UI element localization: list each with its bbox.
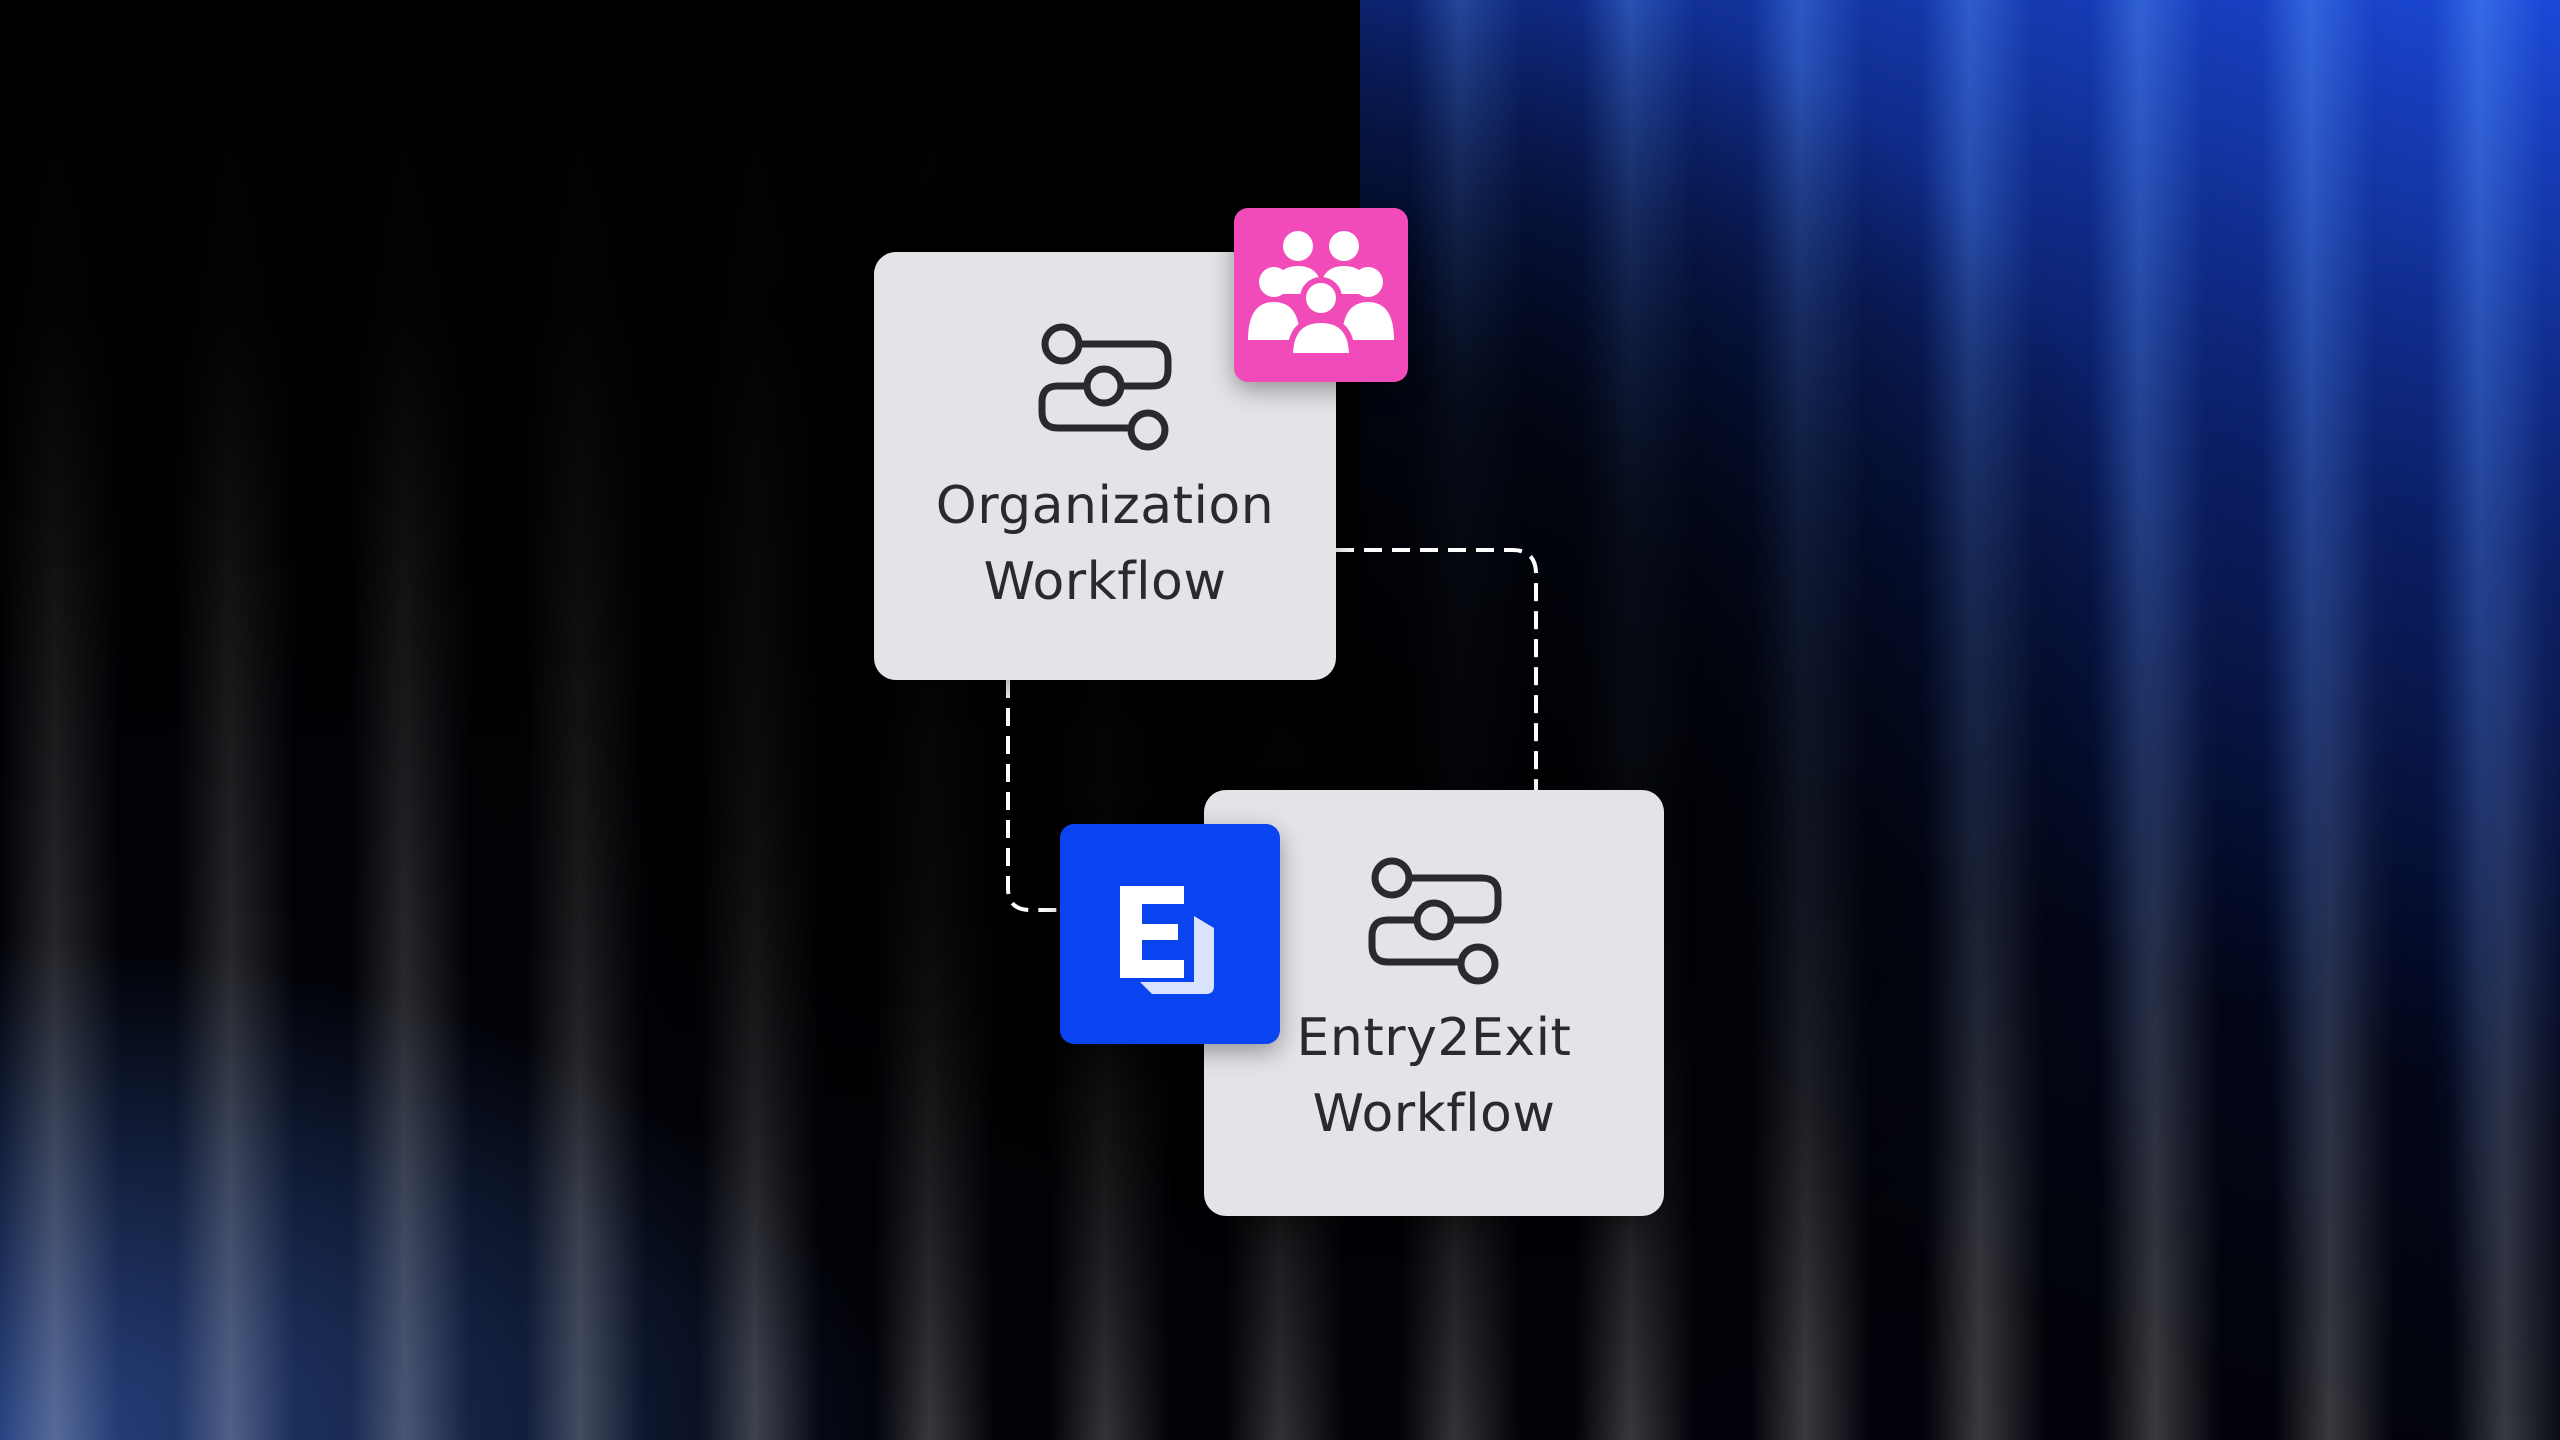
node-label-line2: Workflow (1312, 1084, 1556, 1144)
workflow-icon (1368, 857, 1502, 985)
connector-org-to-e2e-card (1336, 548, 1538, 790)
node-label-line1: Organization (935, 476, 1275, 536)
node-entry2exit-workflow[interactable]: Entry2Exit Workflow (1204, 790, 1664, 1216)
workflow-icon (1038, 323, 1172, 451)
team-icon (1248, 231, 1394, 359)
entry2exit-logo-badge (1060, 824, 1280, 1044)
node-label: Organization Workflow (874, 468, 1336, 620)
node-label-line2: Workflow (983, 552, 1227, 612)
entry2exit-logo-icon (1120, 886, 1214, 994)
node-label-line1: Entry2Exit (1296, 1008, 1572, 1068)
connector-org-to-e2e-badge (1006, 680, 1060, 912)
team-badge (1234, 208, 1408, 382)
node-label: Entry2Exit Workflow (1204, 1000, 1664, 1152)
